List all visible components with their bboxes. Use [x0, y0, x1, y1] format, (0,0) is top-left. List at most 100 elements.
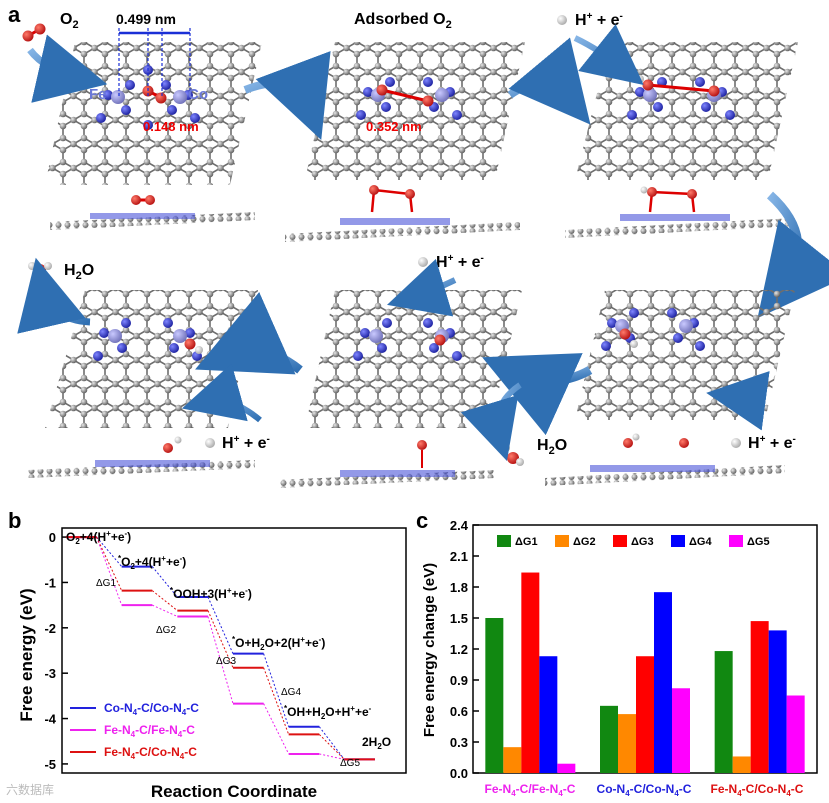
- ytick-label: 1.8: [450, 580, 468, 595]
- bar: [715, 651, 733, 773]
- panel-a: a 0.499 nm Fe Co 0.148 nm: [8, 2, 798, 488]
- ytick-label: 0: [49, 530, 56, 545]
- bar: [672, 688, 690, 773]
- energy-connector: [208, 597, 233, 654]
- bar: [636, 656, 654, 773]
- adsorbed-o2-label: Adsorbed O2: [354, 11, 452, 31]
- bar: [751, 621, 769, 773]
- group-label-3: Fe-N4-C/Co-N4-C: [711, 782, 804, 798]
- ytick-label: -5: [44, 757, 56, 772]
- step4-label: H+ + e-: [748, 434, 796, 452]
- ytick-label: -3: [44, 666, 56, 681]
- panel-c-label: c: [416, 508, 428, 533]
- legend-label: ΔG1: [515, 536, 538, 548]
- energy-connector: [319, 727, 344, 760]
- co-atom: [173, 90, 187, 104]
- dg-label-3: ΔG3: [216, 656, 236, 667]
- side-view-5: [278, 440, 495, 488]
- sheet-bottom-1: [45, 290, 258, 428]
- energy-connector: [97, 537, 122, 605]
- legend-swatch: [729, 535, 743, 547]
- panel-b: b Free energy (eV) Reaction Coordinate 0…: [8, 508, 406, 801]
- energy-connector: [319, 734, 344, 759]
- state-label-5: *OH+H2O+H++e-: [284, 704, 372, 721]
- panel-c-bars: [485, 573, 804, 773]
- sheet-bottom-3: [575, 290, 795, 420]
- arrow-3-2-row2: [515, 370, 590, 381]
- ytick-label: 2.4: [450, 518, 469, 533]
- panel-b-legend: Co-N4-C/Co-N4-C Fe-N4-C/Fe-N4-C Fe-N4-C/…: [70, 701, 199, 761]
- energy-connector: [264, 668, 289, 735]
- watermark: 六数据库: [6, 782, 54, 797]
- side-view-2: [285, 185, 520, 242]
- ytick-label: 0.9: [450, 673, 468, 688]
- legend-swatch: [497, 535, 511, 547]
- step1-label: H+ + e-: [575, 11, 623, 29]
- bar: [600, 706, 618, 773]
- side-view-4: [28, 437, 255, 479]
- proton-icon: [557, 15, 567, 25]
- dg-label-4: ΔG4: [281, 687, 301, 698]
- sheet-top-1: [45, 28, 262, 185]
- energy-connector: [152, 605, 177, 616]
- bar: [733, 756, 751, 773]
- state-label-1: O2+4(H++e-): [66, 529, 131, 546]
- legend-b-1: Co-N4-C/Co-N4-C: [104, 701, 199, 717]
- ytick-label: 2.1: [450, 549, 468, 564]
- bar: [503, 747, 521, 773]
- panel-b-xlabel: Reaction Coordinate: [151, 782, 317, 801]
- bar: [769, 630, 787, 773]
- legend-label: ΔG5: [747, 536, 770, 548]
- o2-label: O2: [60, 11, 79, 31]
- ytick-label: -4: [44, 712, 56, 727]
- ytick-label: 0.0: [450, 766, 468, 781]
- h2o-left-label: H2O: [64, 262, 94, 282]
- legend-label: ΔG2: [573, 536, 596, 548]
- panel-c: c Free energy change (eV) 0.00.30.60.91.…: [416, 508, 817, 798]
- free-h2o-right: [502, 444, 524, 466]
- h2o-right-label: H2O: [537, 437, 567, 457]
- arrow-2-3: [510, 84, 570, 100]
- bar: [539, 656, 557, 773]
- step3-label: H+ + e-: [222, 434, 270, 452]
- bond-length-2: 0.352 nm: [366, 119, 422, 134]
- panel-a-label: a: [8, 2, 21, 27]
- arrow-down-right: [770, 195, 798, 290]
- legend-label: ΔG4: [689, 536, 712, 548]
- dg-label-1: ΔG1: [96, 578, 116, 589]
- state-label-3: *OOH+3(H++e-): [170, 586, 252, 601]
- legend-swatch: [613, 535, 627, 547]
- ytick-label: 0.3: [450, 735, 468, 750]
- panel-c-yticks: 0.00.30.60.91.21.51.82.12.4: [450, 518, 479, 781]
- bar: [521, 573, 539, 773]
- ytick-label: 1.2: [450, 642, 468, 657]
- legend-swatch: [555, 535, 569, 547]
- sheet-top-3: [575, 42, 798, 180]
- ytick-label: 1.5: [450, 611, 468, 626]
- sheet-top-2: [305, 42, 525, 180]
- legend-swatch: [671, 535, 685, 547]
- bar: [787, 696, 805, 774]
- legend-label: ΔG3: [631, 536, 654, 548]
- panel-b-ylabel: Free energy (eV): [17, 588, 36, 721]
- side-view-3: [565, 187, 795, 239]
- legend-b-2: Fe-N4-C/Fe-N4-C: [104, 723, 195, 739]
- bond-length-1: 0.148 nm: [143, 119, 199, 134]
- fe-label: Fe: [89, 86, 107, 103]
- free-h2o-left: [28, 262, 52, 276]
- panel-b-yticks: 0 -1 -2 -3 -4 -5: [44, 530, 68, 772]
- bar: [557, 764, 575, 773]
- arrow-h2o-out-right: [498, 385, 521, 438]
- distance-label-top: 0.499 nm: [116, 11, 176, 27]
- co-label: Co: [188, 86, 208, 103]
- step2-label: H+ + e-: [436, 253, 484, 271]
- panel-b-label: b: [8, 508, 21, 533]
- side-view-1: [50, 195, 255, 230]
- arrow-1-2: [245, 83, 310, 110]
- ytick-label: -1: [44, 575, 56, 590]
- dg-label-2: ΔG2: [156, 625, 176, 636]
- ytick-label: -2: [44, 621, 56, 636]
- sheet-bottom-2: [305, 290, 522, 428]
- state-label-6: 2H2O: [362, 735, 391, 751]
